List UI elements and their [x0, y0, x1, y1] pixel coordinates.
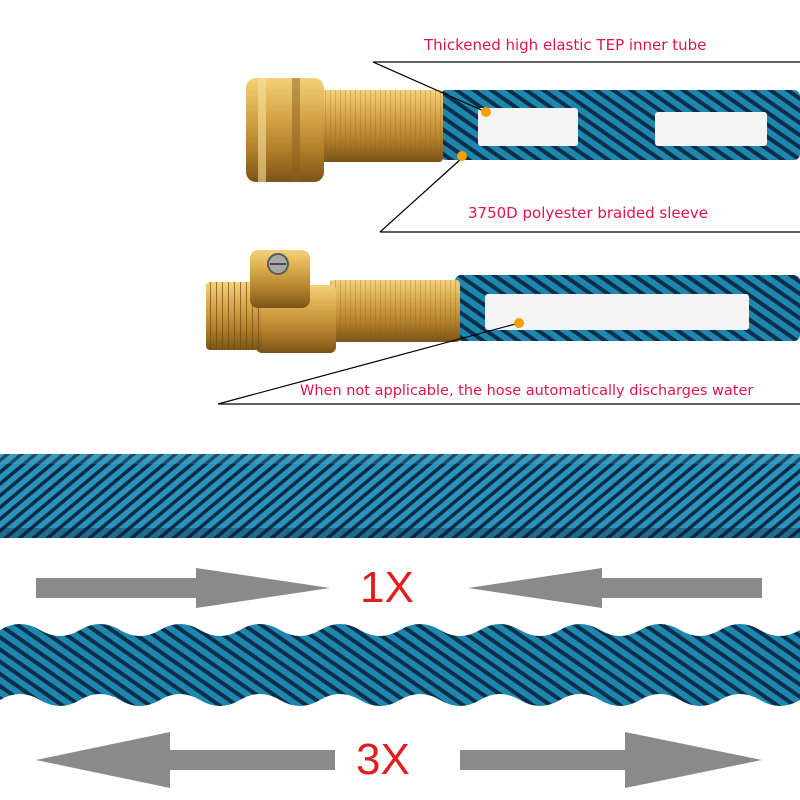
brass-coupling-top: [246, 78, 443, 182]
hose-segment-middle: [455, 275, 800, 341]
arrow-right-1x: [36, 568, 330, 608]
label-braided-sleeve: 3750D polyester braided sleeve: [468, 204, 708, 222]
hose-expanded: [0, 624, 800, 706]
ratio-label-1x: 1X: [360, 563, 414, 612]
marker-dot-sleeve: [457, 151, 467, 161]
marker-dot-discharge: [514, 318, 524, 328]
arrow-left-1x: [468, 568, 762, 608]
label-inner-tube: Thickened high elastic TEP inner tube: [424, 36, 707, 54]
arrow-left-3x: [36, 732, 335, 788]
label-discharge: When not applicable, the hose automatica…: [300, 383, 754, 399]
hose-relaxed: [0, 454, 800, 538]
ratio-label-3x: 3X: [356, 735, 410, 784]
callout-line-middle: [217, 322, 800, 405]
marker-dot-inner-tube: [481, 107, 491, 117]
arrow-right-3x: [460, 732, 762, 788]
hose-segment-top: [440, 90, 800, 160]
callout-lines-top: [372, 61, 800, 233]
brass-valve-middle: [206, 250, 460, 353]
